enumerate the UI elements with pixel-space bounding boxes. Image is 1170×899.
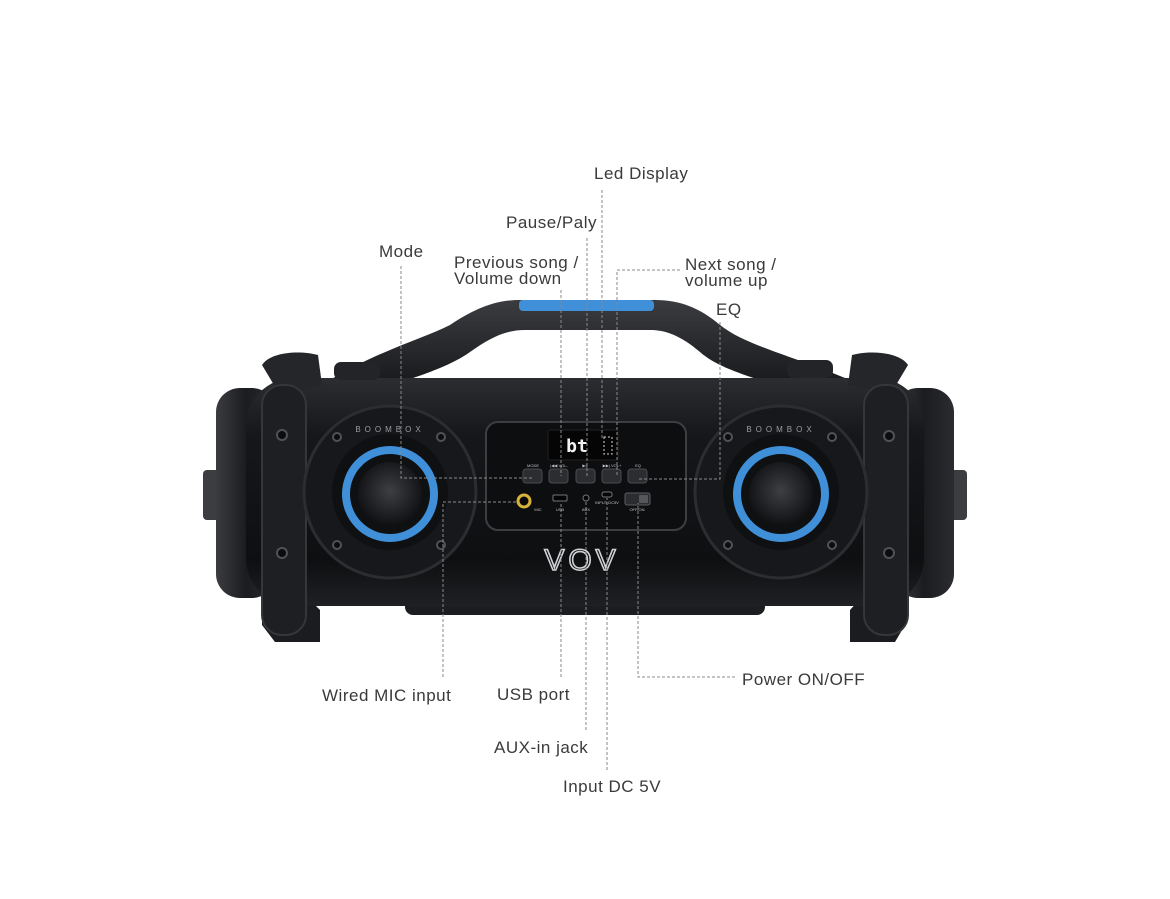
right-ring-text: BOOMBOX [746, 425, 815, 434]
label-led-display: Led Display [594, 164, 689, 183]
panel-label-mode: MODE [527, 463, 539, 468]
label-previous-song: Previous song / Volume down [454, 253, 579, 288]
left-speaker: BOOMBOX [302, 404, 478, 580]
label-power: Power ON/OFF [742, 670, 866, 689]
panel-label-next: ▶▶| VOL+ [603, 463, 622, 468]
leader-power [637, 503, 735, 678]
label-wired-mic: Wired MIC input [322, 686, 452, 705]
next-volume-up-button[interactable] [601, 468, 622, 484]
aux-jack[interactable] [582, 494, 590, 502]
label-previous-song-line1: Previous song / [454, 253, 579, 272]
label-aux-in: AUX-in jack [494, 738, 589, 757]
usb-port[interactable] [552, 494, 568, 502]
led-display [547, 429, 619, 461]
right-screw-top [883, 430, 895, 442]
left-top-pad [334, 362, 380, 380]
right-speaker: BOOMBOX [693, 404, 869, 580]
left-top-bumper [262, 352, 322, 395]
label-eq: EQ [716, 300, 742, 319]
label-usb-port: USB port [497, 685, 570, 704]
label-pause-play: Pause/Paly [506, 213, 597, 232]
label-next-song: Next song / volume up [685, 255, 777, 290]
previous-volume-down-button[interactable] [548, 468, 569, 484]
right-top-pad [787, 360, 833, 378]
leader-lines [400, 190, 735, 770]
panel-label-play: ▶|| [582, 463, 587, 468]
eq-button[interactable] [627, 468, 648, 484]
power-switch-knob [639, 495, 648, 503]
led-display-readout: bt [566, 436, 588, 457]
right-screw-bottom [883, 547, 895, 559]
left-ring-text: BOOMBOX [355, 425, 424, 434]
panel-label-prev: |◀◀ VOL- [550, 463, 568, 468]
label-previous-song-line2: Volume down [454, 269, 562, 288]
leader-mode [400, 266, 533, 479]
mode-button[interactable] [522, 468, 543, 484]
mic-jack[interactable] [516, 493, 532, 509]
leader-eq [638, 322, 721, 480]
panel-label-eq: EQ [635, 463, 641, 468]
port-label-mic: MIC [534, 507, 541, 512]
panel-button-row: MODE |◀◀ VOL- ▶|| ▶▶| VOL+ EQ [522, 463, 648, 484]
label-input-dc: Input DC 5V [563, 777, 662, 796]
led-display-level-bars [603, 436, 613, 455]
right-top-bumper [848, 352, 908, 395]
carry-handle [330, 300, 845, 395]
label-next-song-line1: Next song / [685, 255, 777, 274]
label-next-song-line2: volume up [685, 271, 768, 290]
leader-mic [442, 501, 518, 677]
port-label-usb: USB [556, 507, 565, 512]
left-screw-bottom [276, 547, 288, 559]
left-bezel [261, 384, 307, 636]
dc-input-port[interactable] [601, 491, 613, 498]
port-label-power: OFF/ON [629, 507, 644, 512]
leader-next [616, 269, 680, 476]
label-mode: Mode [379, 242, 424, 261]
brand-logo: VOV [544, 544, 619, 577]
right-bezel [863, 384, 909, 636]
left-screw-top [276, 429, 288, 441]
pause-play-button[interactable] [575, 468, 596, 484]
